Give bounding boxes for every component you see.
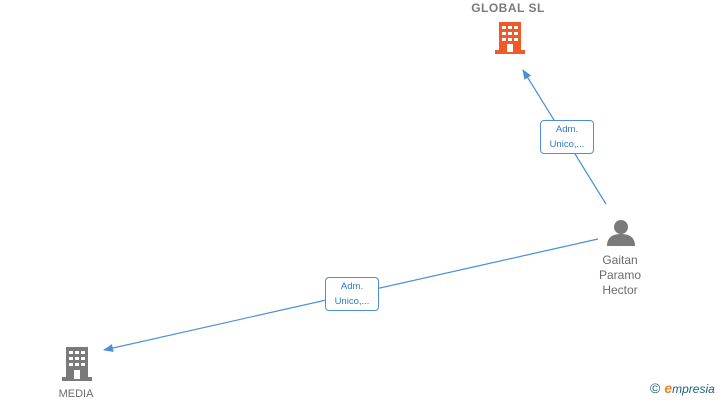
company-media-label[interactable]: MEDIA bbox=[58, 388, 94, 400]
building-icon[interactable] bbox=[495, 22, 525, 54]
building-icon[interactable] bbox=[62, 347, 92, 381]
brand-logo-initial: e bbox=[664, 380, 673, 396]
edge-role-line: Adm. bbox=[340, 281, 364, 292]
person-name-line: Gaitan bbox=[602, 253, 638, 267]
person-name-label[interactable]: Gaitan Paramo Hector bbox=[584, 253, 656, 298]
edge-role-line: Unico,... bbox=[334, 296, 370, 307]
edge-role-line: Unico,... bbox=[549, 139, 585, 150]
company-global-label[interactable]: GLOBAL SL bbox=[471, 1, 545, 15]
brand-logo-text: mpresia bbox=[672, 382, 715, 396]
edge-role-line: Adm. bbox=[555, 124, 579, 135]
person-name-line: Paramo bbox=[598, 268, 642, 282]
copyright-icon: © bbox=[650, 380, 661, 396]
person-name-line: Hector bbox=[602, 283, 638, 297]
person-icon[interactable] bbox=[607, 220, 635, 246]
edge-role-label[interactable]: Adm. Unico,... bbox=[325, 277, 379, 311]
edge-role-label[interactable]: Adm. Unico,... bbox=[540, 120, 594, 154]
brand-footer: ©empresia bbox=[650, 380, 715, 396]
